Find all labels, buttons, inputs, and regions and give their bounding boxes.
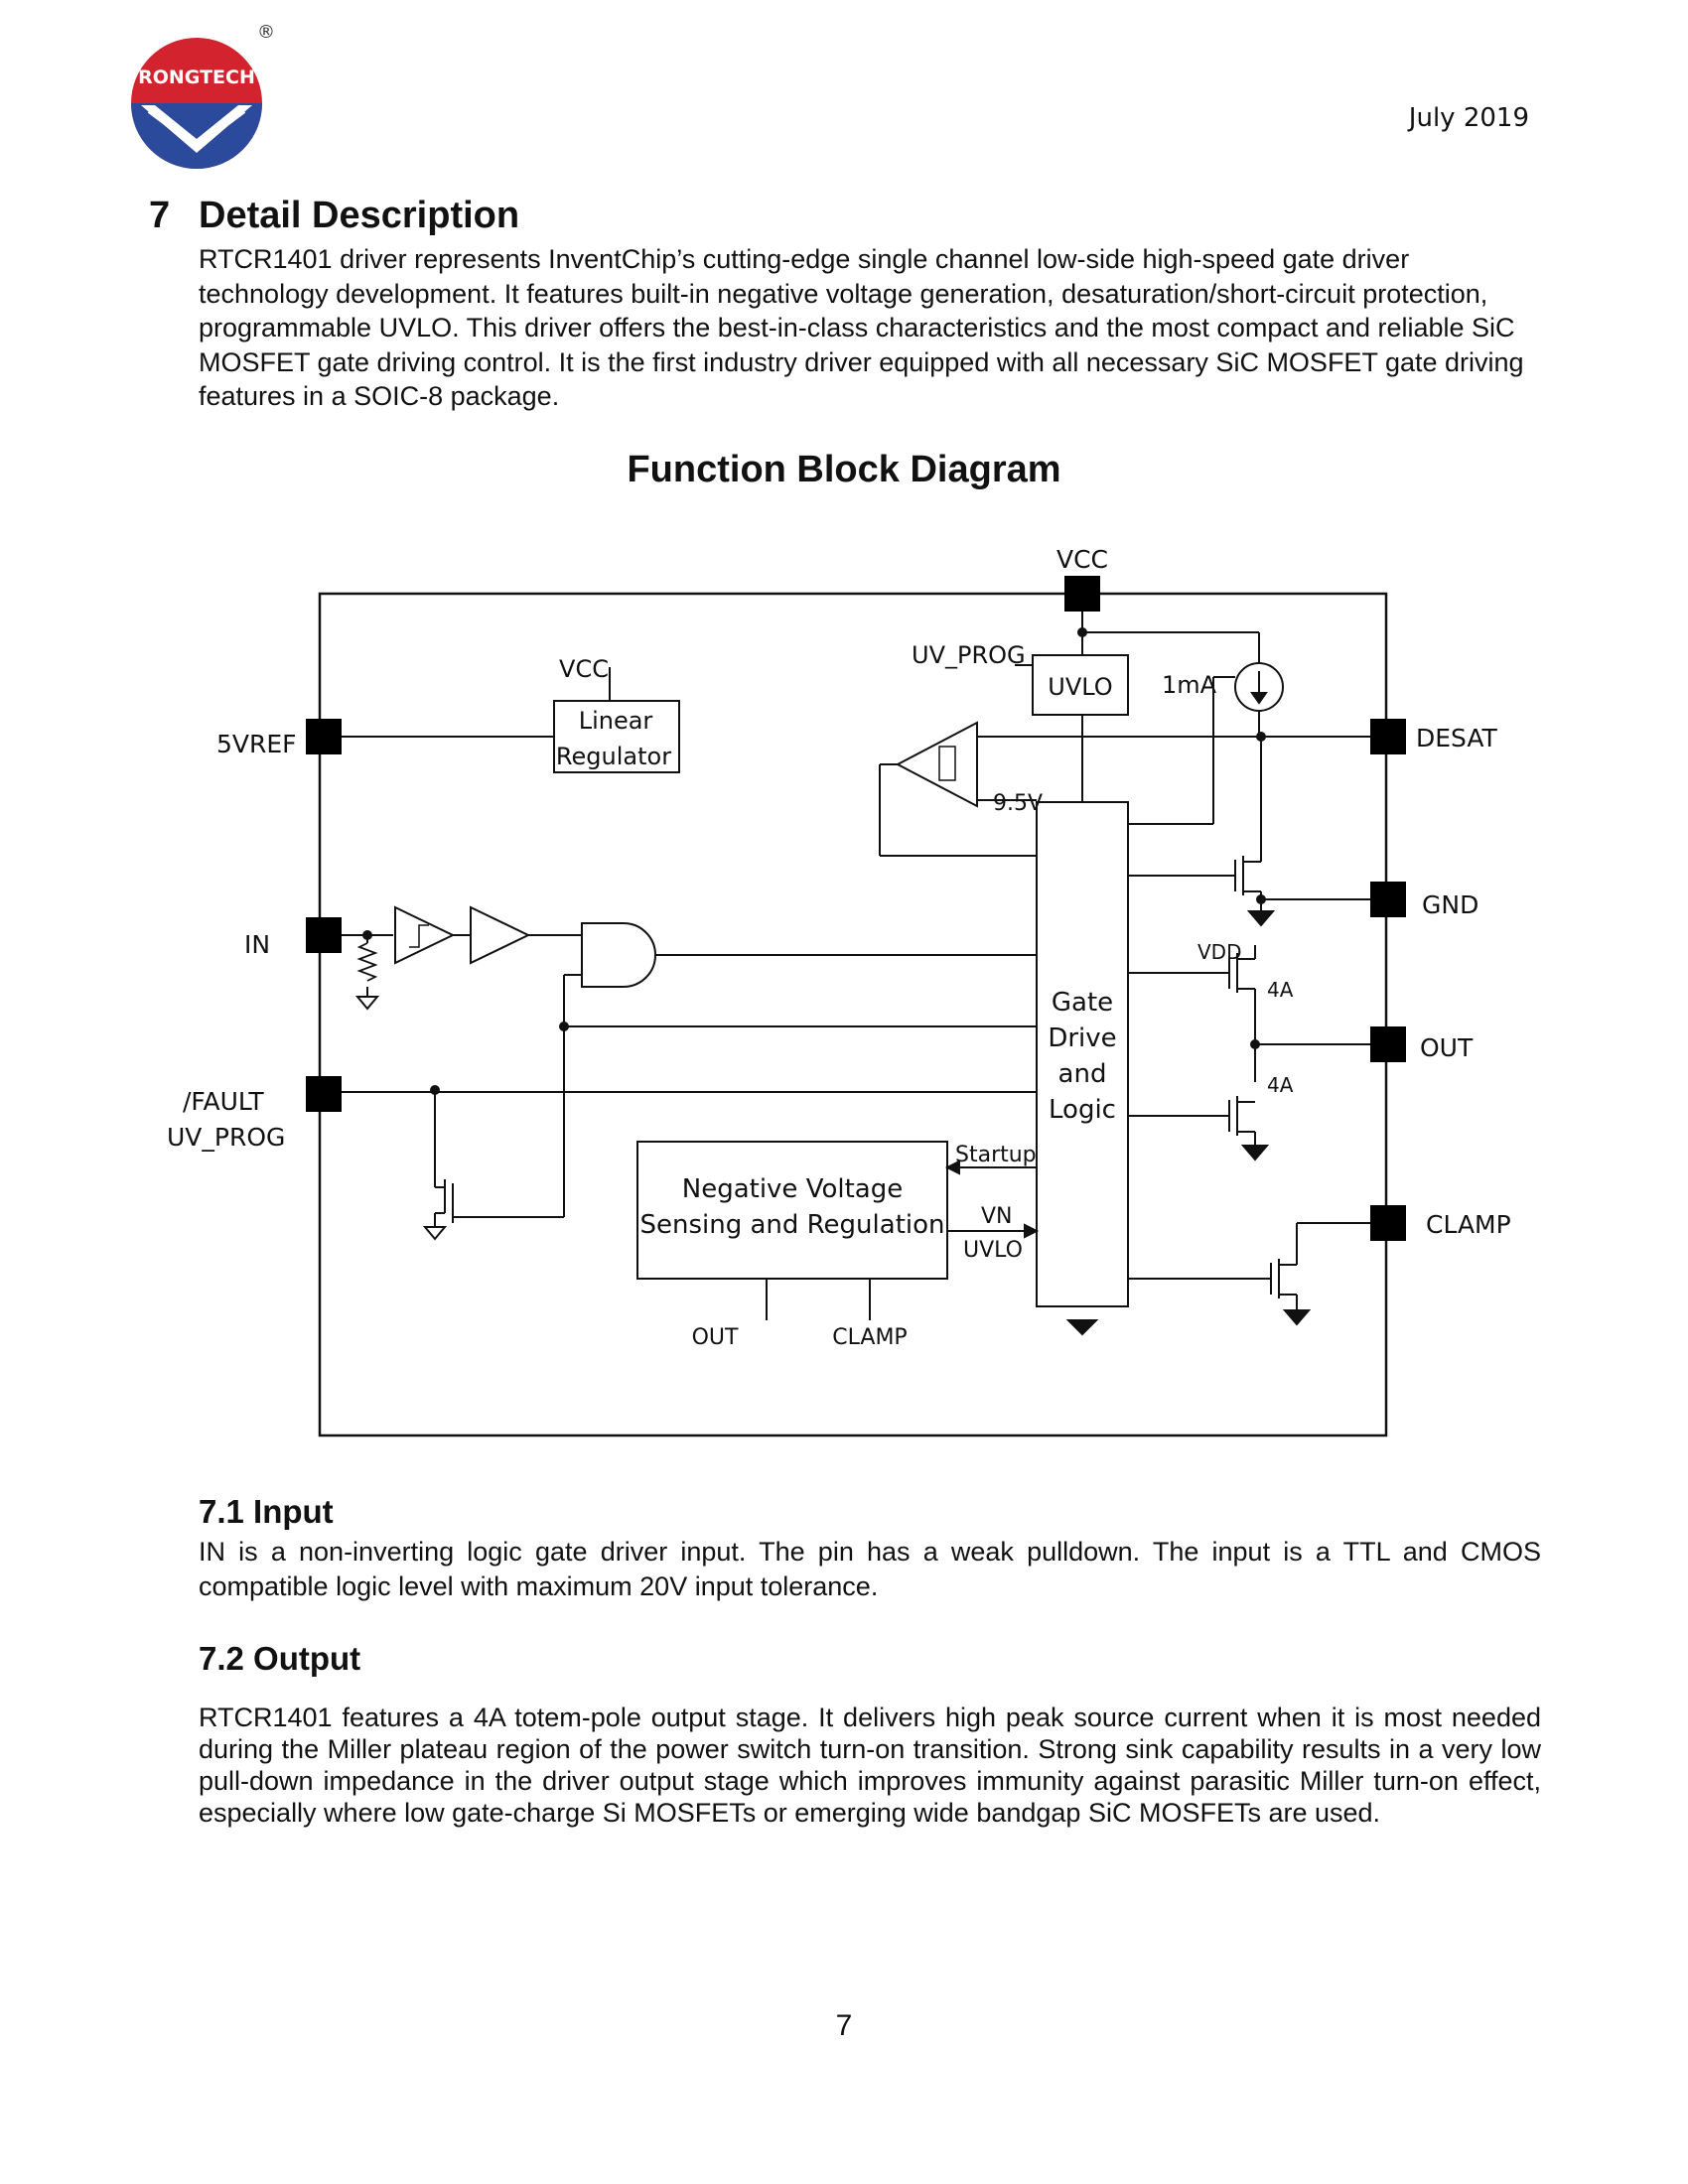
intro-paragraph: RTCR1401 driver represents InventChip’s … [199, 244, 1524, 411]
rongtech-logo: RONGTECH ® [131, 22, 275, 169]
logo-text: RONGTECH [138, 67, 255, 88]
page-number: 7 [835, 2009, 853, 2042]
pin-label-in: IN [244, 930, 270, 959]
linear-reg-label-2: Regulator [556, 743, 671, 770]
pin-desat [1370, 719, 1406, 754]
startup-label: Startup [955, 1143, 1037, 1167]
pin-in [306, 917, 342, 953]
section-heading: 7 Detail Description [149, 195, 519, 237]
uvlo-block [1032, 654, 1129, 716]
section-number: 7 [149, 195, 171, 236]
pin-label-out: OUT [1420, 1033, 1474, 1062]
gate-label-4: Logic [1049, 1095, 1116, 1125]
linear-reg-vcc-label: VCC [559, 655, 609, 683]
subsection-body-output: RTCR1401 features a 4A totem-pole output… [199, 1703, 1541, 1828]
desat-comparator [895, 721, 978, 808]
subsection-title-input: 7.1 Input [199, 1493, 334, 1530]
current-source-label: 1mA [1162, 671, 1217, 699]
threshold-label: 9.5V [993, 791, 1043, 816]
subsection-title-output: 7.2 Output [199, 1640, 361, 1677]
schmitt-buffer [394, 905, 456, 965]
bottom-clamp-label: CLAMP [832, 1325, 907, 1350]
vn-label: VN [981, 1204, 1013, 1229]
neg-voltage-label-2: Sensing and Regulation [639, 1210, 944, 1240]
gate-label-1: Gate [1052, 988, 1113, 1018]
pin-fault [306, 1076, 342, 1112]
and-gate [581, 922, 656, 988]
pin-label-gnd: GND [1422, 890, 1478, 919]
function-block-diagram: VCC 5VREF IN /FAULT UV_PROG DESAT GND OU… [167, 545, 1511, 1437]
bottom-out-label: OUT [692, 1325, 739, 1350]
package-outline [318, 592, 1388, 1437]
pin-gnd [1370, 882, 1406, 917]
pin-label-clamp: CLAMP [1426, 1210, 1511, 1239]
gate-label-2: Drive [1048, 1024, 1116, 1053]
neg-voltage-label-1: Negative Voltage [682, 1174, 903, 1204]
pin-label-vcc: VCC [1056, 545, 1108, 574]
section-title: Detail Description [199, 195, 520, 236]
negative-voltage-block [636, 1141, 948, 1280]
uv-prog-label: UV_PROG [912, 641, 1026, 669]
vn-uvlo-label: UVLO [963, 1238, 1023, 1263]
buffer [470, 905, 531, 965]
vdd-label: VDD [1197, 940, 1241, 964]
uvlo-label: UVLO [1048, 673, 1112, 701]
diagram-title: Function Block Diagram [627, 449, 1061, 490]
subsection-body-input: IN is a non-inverting logic gate driver … [199, 1537, 1541, 1601]
pin-vcc [1064, 576, 1100, 612]
linear-reg-label-1: Linear [579, 707, 653, 735]
pin-out [1370, 1026, 1406, 1062]
pin-5vref [306, 719, 342, 754]
pin-clamp [1370, 1205, 1406, 1241]
gate-drive-logic-block [1036, 801, 1129, 1307]
source-current-label: 4A [1267, 978, 1294, 1002]
document-date: July 2019 [1408, 103, 1529, 133]
registered-mark: ® [257, 22, 275, 43]
pin-label-fault: /FAULT [183, 1087, 264, 1116]
pin-label-uvprog: UV_PROG [167, 1123, 285, 1152]
sink-current-label: 4A [1267, 1073, 1294, 1097]
pin-label-5vref: 5VREF [216, 730, 297, 758]
pin-label-desat: DESAT [1416, 724, 1498, 752]
gate-label-3: and [1058, 1059, 1107, 1089]
